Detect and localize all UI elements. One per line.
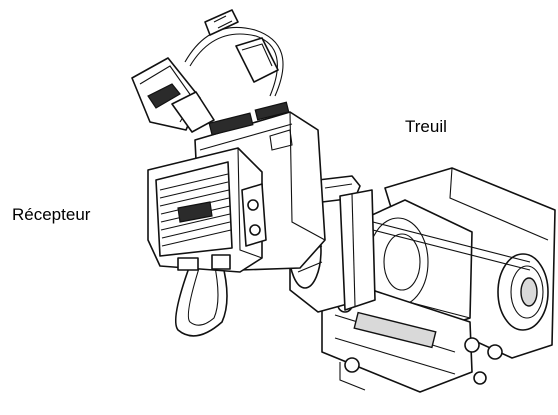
wiring-harness: [131, 9, 284, 133]
roller-fairlead: [321, 289, 503, 393]
receiver-unit: [147, 147, 267, 337]
winch-label: Treuil: [405, 117, 447, 136]
receiver-label: Récepteur: [12, 205, 91, 224]
